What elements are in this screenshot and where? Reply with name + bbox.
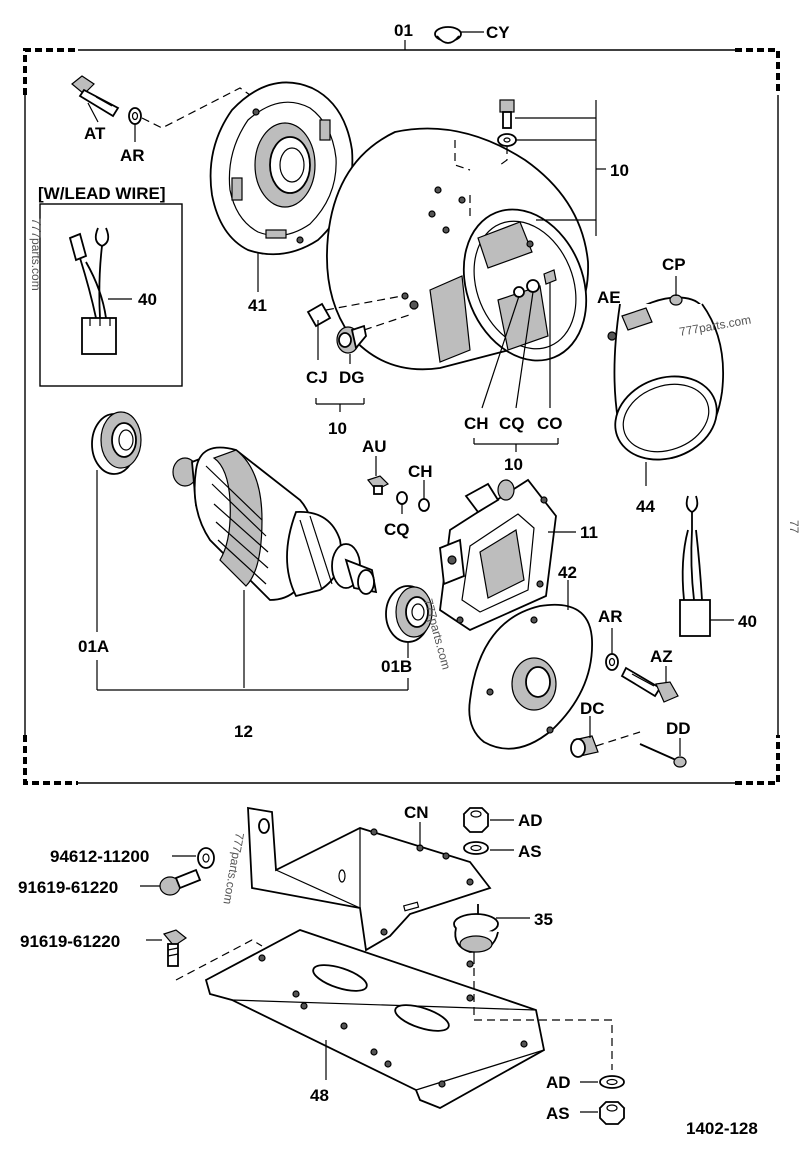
label-44: 44 — [636, 497, 655, 516]
bracket-41-part — [209, 81, 354, 292]
washer-as-top-part — [463, 841, 514, 855]
washer-ad-bot-part — [580, 1075, 625, 1089]
armature-12-part — [172, 446, 378, 688]
label-cp: CP — [662, 255, 686, 274]
lead-wire-header: [W/LEAD WIRE] — [38, 184, 165, 203]
label-cq-mid: CQ — [499, 414, 525, 433]
label-40-right: 40 — [738, 612, 757, 631]
cover-42-part — [468, 580, 593, 750]
nut-as-bot-part — [580, 1101, 626, 1125]
label-washer-pn: 94612-11200 — [50, 847, 149, 866]
label-01b: 01B — [381, 657, 412, 676]
label-at: AT — [84, 124, 106, 143]
yoke-10-part — [326, 127, 589, 371]
label-10-cj: 10 — [328, 419, 347, 438]
label-ar-top: AR — [120, 146, 145, 165]
screw-dd-part — [639, 738, 687, 768]
plug-cj-part — [306, 295, 403, 360]
label-cq-low: CQ — [384, 520, 410, 539]
bearing-bracket — [96, 660, 409, 691]
label-as-top: AS — [518, 842, 542, 861]
washer-94612-part — [172, 847, 215, 869]
label-10-yoke: 10 — [610, 161, 629, 180]
label-ar-low: AR — [598, 607, 623, 626]
band-44-part — [607, 296, 725, 486]
figure-id: 1402-128 — [686, 1119, 758, 1138]
label-ad-bot: AD — [546, 1073, 571, 1092]
label-ae: AE — [597, 288, 621, 307]
label-bolt-pn-2: 91619-61220 — [20, 932, 120, 951]
label-cj: CJ — [306, 368, 328, 387]
label-ad-top: AD — [518, 811, 543, 830]
label-bolt-pn-1: 91619-61220 — [18, 878, 118, 897]
brush-holder-11-part — [439, 478, 576, 632]
label-cy: CY — [486, 23, 510, 42]
label-11: 11 — [580, 523, 598, 542]
label-35: 35 — [534, 910, 553, 929]
lead-wire-right-part — [679, 495, 734, 637]
label-48: 48 — [310, 1086, 329, 1105]
bracket-cn-part — [247, 806, 492, 952]
label-10-ch: 10 — [504, 455, 523, 474]
bolt-91619-a-part — [140, 868, 202, 896]
label-au: AU — [362, 437, 387, 456]
label-01: 01 — [394, 21, 413, 40]
washer-ar-top-part — [128, 87, 251, 142]
bolt-at-part — [71, 75, 120, 123]
lead-wire-box — [39, 203, 183, 387]
label-co: CO — [537, 414, 563, 433]
screw-au-part — [366, 456, 390, 495]
label-41: 41 — [248, 296, 267, 315]
label-az: AZ — [650, 647, 673, 666]
label-ch-low: CH — [408, 462, 433, 481]
bolt-91619-b-part — [146, 929, 263, 981]
bolt-az-part — [620, 666, 679, 703]
watermark-edge: 77 — [787, 520, 800, 534]
plate-48-part — [204, 929, 613, 1109]
screw-cp-part — [669, 276, 683, 306]
label-dg: DG — [339, 368, 365, 387]
label-ch-mid: CH — [464, 414, 489, 433]
yoke-screw-part — [497, 99, 517, 166]
bearing-01a-part — [91, 411, 142, 632]
label-dd: DD — [666, 719, 691, 738]
label-01a: 01A — [78, 637, 109, 656]
plug-dc-part — [570, 716, 641, 758]
bearing-01b-part — [385, 585, 433, 658]
washer-ar-low-part — [605, 628, 619, 671]
plug-dg-part — [336, 300, 419, 364]
cap-cy-part — [434, 26, 484, 44]
label-12: 12 — [234, 722, 253, 741]
watermark-left: 777parts.com — [29, 218, 43, 291]
assembly-frame — [23, 40, 780, 785]
lead-wire-left-part — [68, 227, 132, 355]
cj-dg-bracket — [315, 398, 365, 412]
washer-cq-part — [396, 491, 408, 514]
washer-ch-part — [418, 480, 430, 512]
label-as-bot: AS — [546, 1104, 570, 1123]
label-42: 42 — [558, 563, 577, 582]
label-40-left: 40 — [138, 290, 157, 309]
watermark-lower: 777parts.com — [220, 831, 246, 905]
yoke-bracket-lines — [515, 100, 606, 236]
label-dc: DC — [580, 699, 605, 718]
label-cn: CN — [404, 803, 429, 822]
parts-ch-cq-co — [481, 269, 557, 409]
ch-co-bracket — [473, 438, 559, 452]
nut-ad-top-part — [462, 807, 514, 833]
mount-35-part — [453, 904, 530, 964]
